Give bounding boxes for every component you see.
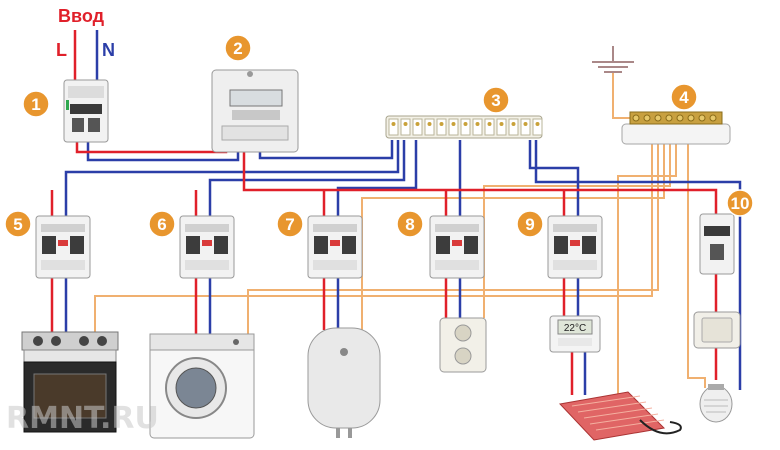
rcd-group [35,215,603,279]
socket-icon [439,317,487,373]
rcd-icon [307,215,363,279]
rcd-icon [35,215,91,279]
number-badge: 1 [22,90,50,118]
terminal-screw [535,122,540,126]
badge-number: 4 [679,88,689,107]
stove-icon [21,331,119,433]
bus-screw [698,114,706,122]
terminal-screw [391,122,396,126]
badge-number: 1 [31,95,40,114]
terminal-cell [388,118,399,136]
terminal-cell [484,118,495,136]
bus-screw [709,114,717,122]
neutral-label: N [102,40,115,60]
heating-mat-icon [558,391,682,441]
water-heater-icon [307,327,381,438]
terminal-screw [451,122,456,126]
number-badge: 3 [482,86,510,114]
ground-icon [592,46,634,73]
terminal-screw [415,122,420,126]
terminal-screw [499,122,504,126]
rcd-icon [179,215,235,279]
washing-machine-icon [149,333,255,439]
breaker-icon [699,213,735,275]
terminal-screw [403,122,408,126]
number-badge: 8 [396,210,424,238]
badge-number: 9 [525,215,534,234]
badge-number: 3 [491,91,500,110]
terminal-cell [424,118,435,136]
badge-number: 5 [13,215,22,234]
terminal-cell [508,118,519,136]
bus-screw [687,114,695,122]
thermostat-display: 22°C [564,323,586,334]
bus-screw [643,114,651,122]
number-badge: 2 [224,34,252,62]
badge-group: 1 2 3 4 5 6 7 8 9 10 [4,34,754,238]
terminal-cell [496,118,507,136]
watermark: RMNT.RU [6,401,159,436]
badge-number: 6 [157,215,166,234]
bus-screw [665,114,673,122]
number-badge: 9 [516,210,544,238]
terminal-screw [475,122,480,126]
bus-screw [676,114,684,122]
light-switch-icon [693,311,741,349]
terminal-cell [412,118,423,136]
terminal-screw [487,122,492,126]
badge-number: 2 [233,39,242,58]
meter-icon [211,69,299,153]
neutral-wires [64,30,742,395]
terminal-cell [520,118,531,136]
terminal-cell [460,118,471,136]
number-badge: 6 [148,210,176,238]
terminal-cell [436,118,447,136]
bus-screw [632,114,640,122]
terminal-screw [511,122,516,126]
number-badge: 7 [276,210,304,238]
rcd-icon [547,215,603,279]
terminal-screw [439,122,444,126]
terminal-cell [472,118,483,136]
breaker-icon [63,79,109,143]
thermostat-icon: 22°C [549,315,601,353]
badge-number: 8 [405,215,414,234]
lamp-icon [699,384,733,423]
number-badge: 5 [4,210,32,238]
input-label: Ввод [58,6,105,26]
terminal-cell [532,118,543,136]
ground-bus-icon [621,111,731,145]
badge-number: 10 [731,194,750,213]
terminal-screw [463,122,468,126]
terminal-block-icon [385,115,543,139]
terminal-cell [400,118,411,136]
terminal-screw [523,122,528,126]
bus-screw [654,114,662,122]
number-badge: 10 [726,189,754,217]
badge-number: 7 [285,215,294,234]
rcd-icon [429,215,485,279]
terminal-screw [427,122,432,126]
phase-label: L [56,40,67,60]
number-badge: 4 [670,83,698,111]
terminal-cell [448,118,459,136]
